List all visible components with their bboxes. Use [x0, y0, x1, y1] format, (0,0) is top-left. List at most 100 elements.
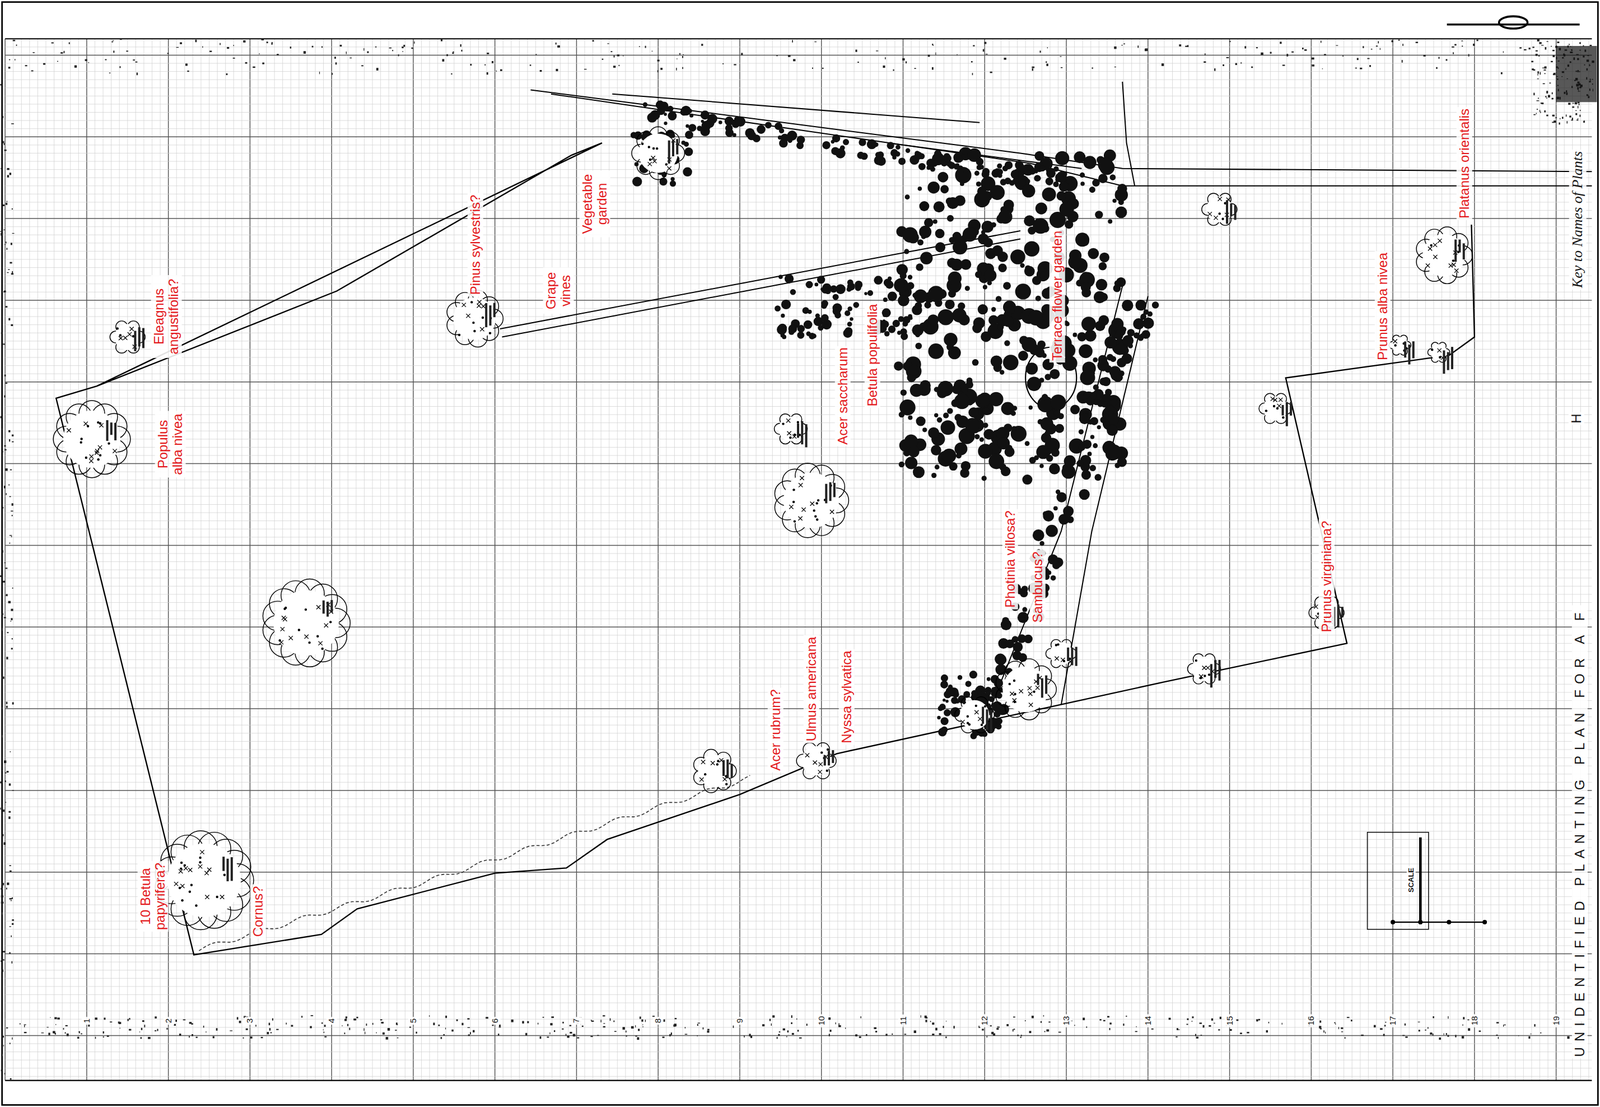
- grid-line: [1082, 38, 1084, 1080]
- planting-mass: [1032, 217, 1049, 234]
- scan-speck: [1577, 118, 1579, 121]
- scan-speck: [1040, 1020, 1042, 1023]
- scan-speck: [1012, 1028, 1014, 1032]
- grid-line: [5, 544, 1592, 546]
- planting-mass: [968, 407, 979, 418]
- scan-speck: [613, 55, 615, 58]
- scan-speck: [74, 65, 77, 68]
- planting-mass: [892, 155, 897, 160]
- scan-speck: [1196, 1036, 1199, 1038]
- scan-speck: [539, 70, 543, 72]
- scan-speck: [1404, 1023, 1406, 1026]
- scan-speck: [11, 208, 13, 210]
- planting-mass: [964, 285, 970, 291]
- scan-speck: [1226, 57, 1230, 59]
- planting-mass: [1023, 634, 1033, 644]
- grid-line: [5, 373, 1592, 375]
- scan-speck: [229, 1029, 233, 1031]
- scan-speck: [8, 439, 11, 442]
- planting-mass: [1047, 171, 1054, 177]
- planting-mass: [990, 355, 1003, 367]
- scan-speck: [46, 1026, 49, 1028]
- scan-speck: [339, 44, 343, 47]
- scan-speck: [1048, 1021, 1051, 1023]
- scan-speck: [829, 1029, 832, 1032]
- grid-line: [878, 38, 879, 1080]
- scan-speck: [525, 1032, 527, 1035]
- scan-speck: [1017, 1034, 1019, 1037]
- scan-speck: [1543, 73, 1546, 74]
- grid-line: [5, 977, 1592, 979]
- planting-mass: [1027, 376, 1042, 391]
- grid-line: [5, 920, 1592, 922]
- scan-speck: [16, 44, 18, 46]
- grid-line: [1523, 38, 1524, 1080]
- scan-speck: [892, 69, 894, 72]
- scan-speck: [1571, 103, 1574, 104]
- scan-speck: [1545, 47, 1547, 50]
- scan-speck: [812, 67, 814, 69]
- grid-line: [739, 38, 740, 1080]
- scan-speck: [276, 1028, 279, 1030]
- scan-speck: [4, 1072, 6, 1074]
- grid-line: [5, 561, 1592, 562]
- scan-speck: [638, 45, 641, 47]
- planting-mass: [1093, 384, 1099, 390]
- grid-line: [1245, 38, 1247, 1080]
- scan-speck: [24, 1024, 25, 1028]
- scan-speck: [154, 1029, 157, 1032]
- grid-line: [5, 789, 1592, 791]
- scan-speck: [5, 593, 8, 596]
- grid-line: [5, 455, 1592, 456]
- scan-speck: [635, 1035, 638, 1037]
- scan-speck: [1236, 1019, 1239, 1021]
- planting-mass: [1059, 181, 1070, 192]
- scan-speck: [1373, 1024, 1376, 1028]
- scan-speck: [1540, 72, 1542, 76]
- scan-noise: [0, 39, 1595, 1080]
- scan-speck: [625, 1030, 627, 1033]
- scan-speck: [1074, 1024, 1076, 1026]
- planting-mass: [982, 285, 988, 290]
- scan-speck: [1461, 40, 1463, 41]
- scan-speck: [1418, 1029, 1421, 1032]
- grid-line: [5, 217, 1592, 219]
- scan-speck: [1003, 57, 1006, 60]
- scan-speck: [205, 1031, 207, 1032]
- scan-speck: [319, 71, 320, 74]
- planting-mass: [903, 248, 909, 254]
- scan-speck: [1346, 1016, 1350, 1018]
- scan-speck: [1451, 46, 1455, 48]
- planting-mass: [1003, 354, 1019, 371]
- planting-mass: [1045, 448, 1052, 455]
- scan-speck: [323, 1029, 324, 1030]
- scan-speck: [5, 772, 7, 774]
- scan-speck: [1362, 45, 1364, 49]
- grid-line: [5, 177, 1592, 179]
- scan-speck: [1568, 43, 1570, 46]
- grid-line: [5, 700, 1592, 701]
- scan-speck: [250, 1036, 253, 1039]
- planting-mass: [905, 456, 918, 469]
- grid-line: [1155, 38, 1157, 1080]
- scan-speck: [1570, 119, 1573, 121]
- planting-mass: [937, 171, 949, 183]
- planting-mass: [1079, 172, 1085, 178]
- scan-speck: [219, 43, 221, 46]
- scan-speck: [572, 1033, 576, 1037]
- scan-speck: [1032, 68, 1034, 71]
- planting-mass: [718, 120, 723, 125]
- planting-mass: [867, 290, 874, 296]
- scan-speck: [986, 1035, 988, 1038]
- scan-speck: [657, 70, 659, 73]
- scan-speck: [1445, 59, 1448, 62]
- scan-speck: [269, 1027, 271, 1031]
- grid-line: [698, 38, 700, 1080]
- scan-speck: [395, 1022, 398, 1025]
- grid-line: [5, 912, 1592, 913]
- scan-speck: [1175, 1036, 1178, 1038]
- scan-speck: [276, 53, 279, 56]
- planting-mass: [1063, 507, 1073, 517]
- scan-speck: [245, 62, 248, 64]
- scan-speck: [10, 899, 13, 901]
